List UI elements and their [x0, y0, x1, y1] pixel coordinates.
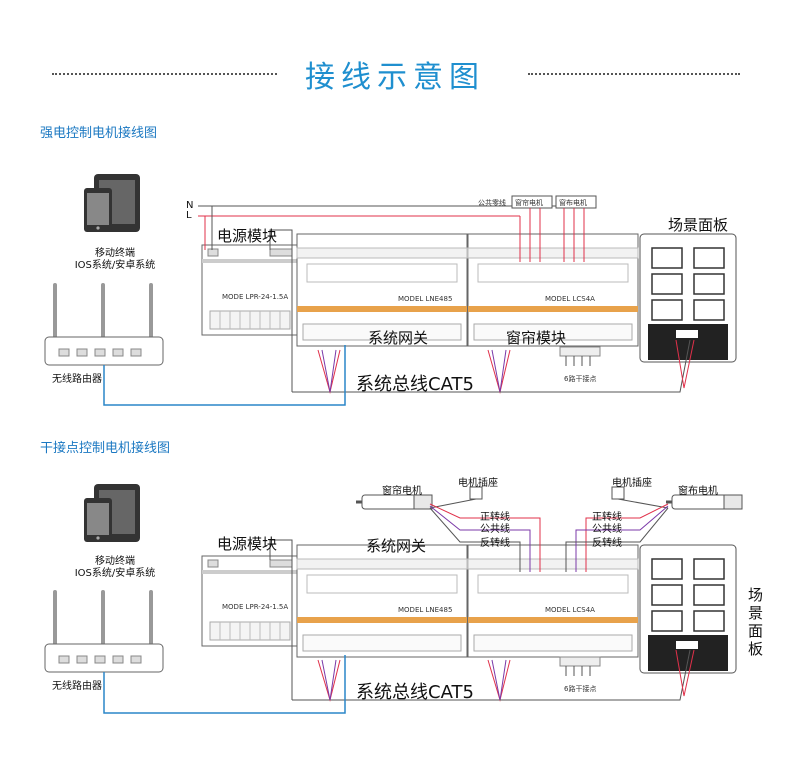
gateway-model: MODEL LNE485 [398, 295, 453, 303]
gateway-label-2: 系统网关 [366, 537, 427, 555]
power-module-box [201, 244, 298, 336]
motor-right-label: 窗布电机 [678, 486, 718, 497]
section-heading-dry: 干接点控制电机接线图 [40, 441, 171, 456]
page-title: 接线示意图 [305, 60, 485, 95]
bus-label: 系统总线CAT5 [356, 374, 474, 395]
scene-panel-box-2 [639, 544, 737, 674]
scene-panel-box [639, 233, 737, 363]
common-line-label: 公共零线 [478, 199, 506, 207]
title-divider-right [528, 73, 740, 75]
router-label: 无线路由器 [52, 374, 102, 385]
forward-label-left: 正转线 [480, 512, 510, 523]
forward-label-right: 正转线 [592, 512, 622, 523]
curtain-model-2: MODEL LCS4A [545, 606, 595, 614]
reverse-label-right: 反转线 [592, 538, 622, 549]
motor-left [354, 493, 434, 511]
power-module-label: 电源模块 [217, 227, 278, 245]
power-model: MODE LPR-24-1.5A [222, 293, 289, 301]
tablet-icon [84, 174, 140, 232]
common-label-right: 公共线 [592, 524, 622, 535]
router-label-2: 无线路由器 [52, 681, 102, 692]
section2-devices [43, 484, 744, 714]
terminal-os-label: IOS系统/安卓系统 [74, 260, 156, 271]
scene-panel-label-2: 场景面板 [748, 586, 764, 658]
power-module-label-2: 电源模块 [217, 535, 278, 553]
curtain-module-label: 窗帘模块 [506, 329, 567, 347]
common-label-left: 公共线 [480, 524, 510, 535]
power-model-2: MODE LPR-24-1.5A [222, 603, 289, 611]
gateway-model-2: MODEL LNE485 [398, 606, 453, 614]
scene-panel-label: 场景面板 [668, 216, 729, 234]
tablet-icon-2 [84, 484, 140, 542]
gateway-box-2 [296, 544, 468, 658]
dry-contact-label-2: 6路干接点 [564, 685, 597, 693]
socket-left-label: 电机插座 [458, 478, 498, 489]
terminal-os-label-2: IOS系统/安卓系统 [74, 568, 156, 579]
section-heading-strong: 强电控制电机接线图 [40, 126, 158, 141]
terminal-label-2: 移动终端 [95, 556, 135, 567]
dry-contact-label: 6路干接点 [564, 375, 597, 383]
gateway-label: 系统网关 [368, 329, 429, 347]
motor2-label: 窗布电机 [559, 199, 587, 207]
title-divider-left [52, 73, 277, 75]
motor-left-label: 窗帘电机 [382, 486, 422, 497]
socket-right-label: 电机插座 [612, 478, 652, 489]
router-icon [43, 283, 165, 367]
router-icon-2 [43, 590, 165, 674]
curtain-model: MODEL LCS4A [545, 295, 595, 303]
terminal-label: 移动终端 [95, 248, 135, 259]
bus-label-2: 系统总线CAT5 [356, 682, 474, 703]
line-n-label: N [186, 200, 194, 211]
curtain-module-box-2 [467, 544, 639, 658]
motor-right [664, 493, 744, 511]
reverse-label-left: 反转线 [480, 538, 510, 549]
power-module-box-2 [201, 555, 298, 647]
section1-devices [43, 174, 737, 406]
motor1-label: 窗帘电机 [515, 199, 543, 207]
line-l-label: L [186, 210, 192, 221]
